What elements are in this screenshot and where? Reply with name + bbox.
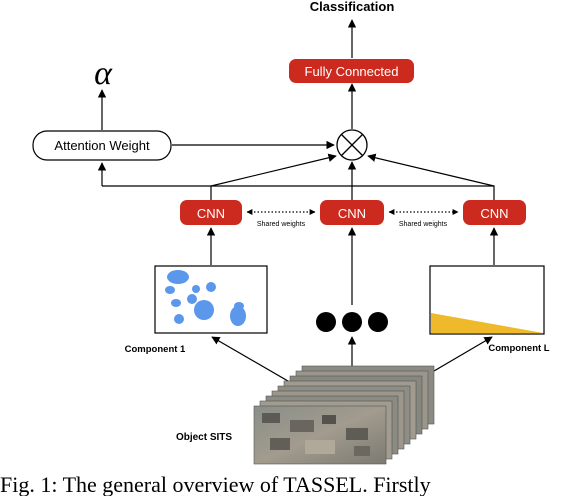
object-sits-label: Object SITS [176,432,232,443]
shared-weights-label-left: Shared weights [257,221,306,228]
fully-connected-node: Fully Connected [289,59,414,83]
cnn-node-center: CNN [320,200,384,225]
object-sits-image-stack [253,365,435,465]
component-1-label: Component 1 [125,344,186,355]
arrow-cnn-right-to-multiply [367,153,495,187]
arrow-cnn-left-to-multiply [210,153,337,187]
ellipsis-dots [316,312,388,332]
component-L-panel [429,265,545,335]
multiply-node [336,129,368,161]
fully-connected-label: Fully Connected [305,64,399,79]
cnn-node-right: CNN [463,200,526,225]
shared-weights-label-right: Shared weights [399,221,448,228]
cnn-center-label: CNN [338,206,366,221]
attention-weight-label: Attention Weight [54,138,150,153]
cnn-right-label: CNN [480,206,508,221]
alpha-symbol: α [94,55,113,92]
figure-caption: Fig. 1: The general overview of TASSEL. … [0,472,431,496]
bus-line [102,185,495,200]
component-L-label: Component L [488,343,549,354]
arrow-sits-to-component1 [211,336,301,389]
cnn-node-left: CNN [180,200,242,225]
cnn-left-label: CNN [197,206,225,221]
attention-weight-node: Attention Weight [32,130,172,161]
classification-label: Classification [310,0,395,14]
component-1-panel [154,265,268,334]
